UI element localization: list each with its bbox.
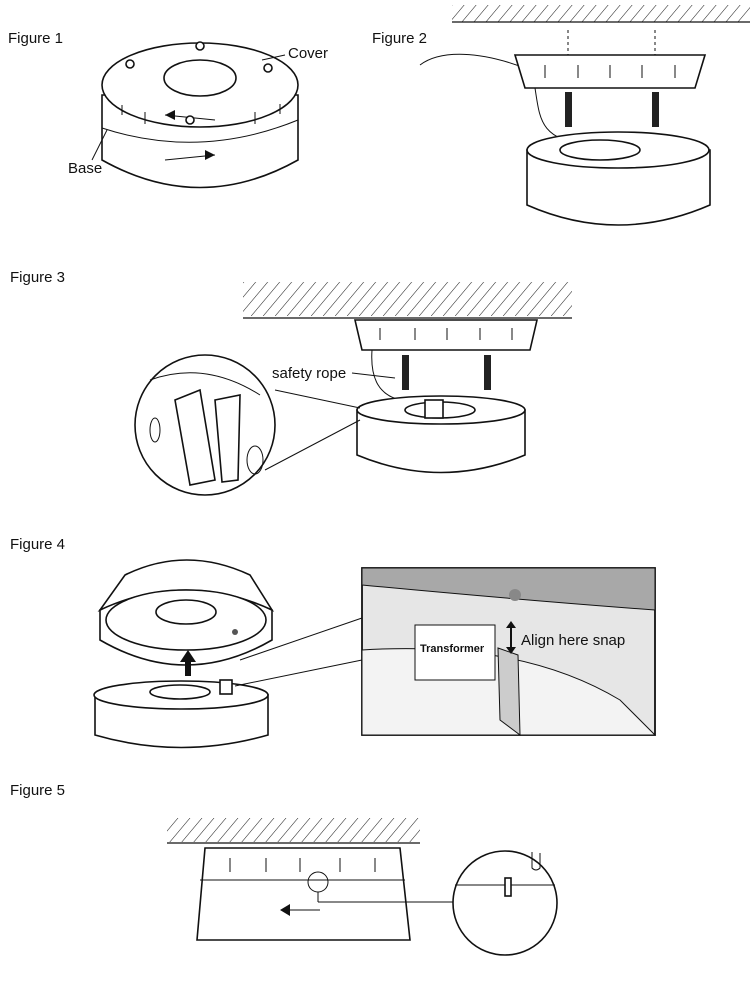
- figure5-title: Figure 5: [10, 782, 66, 799]
- figure1-fixture: [91, 41, 299, 189]
- base-label: Base: [68, 160, 103, 177]
- figure3-title: Figure 3: [10, 269, 66, 286]
- figure2-fixture: [419, 5, 750, 226]
- figure4-title: Figure 4: [10, 536, 66, 553]
- figure4-fixture: [93, 559, 657, 749]
- transformer-label: Transformer: [420, 643, 485, 655]
- safety-rope-label: safety rope: [272, 365, 347, 382]
- figure3-fixture: [134, 282, 572, 496]
- figure2-title: Figure 2: [372, 30, 428, 47]
- cover-label: Cover: [288, 45, 329, 62]
- figure1-title: Figure 1: [8, 30, 64, 47]
- figure5-fixture: [167, 818, 558, 956]
- align-snap-label: Align here snap: [521, 632, 626, 649]
